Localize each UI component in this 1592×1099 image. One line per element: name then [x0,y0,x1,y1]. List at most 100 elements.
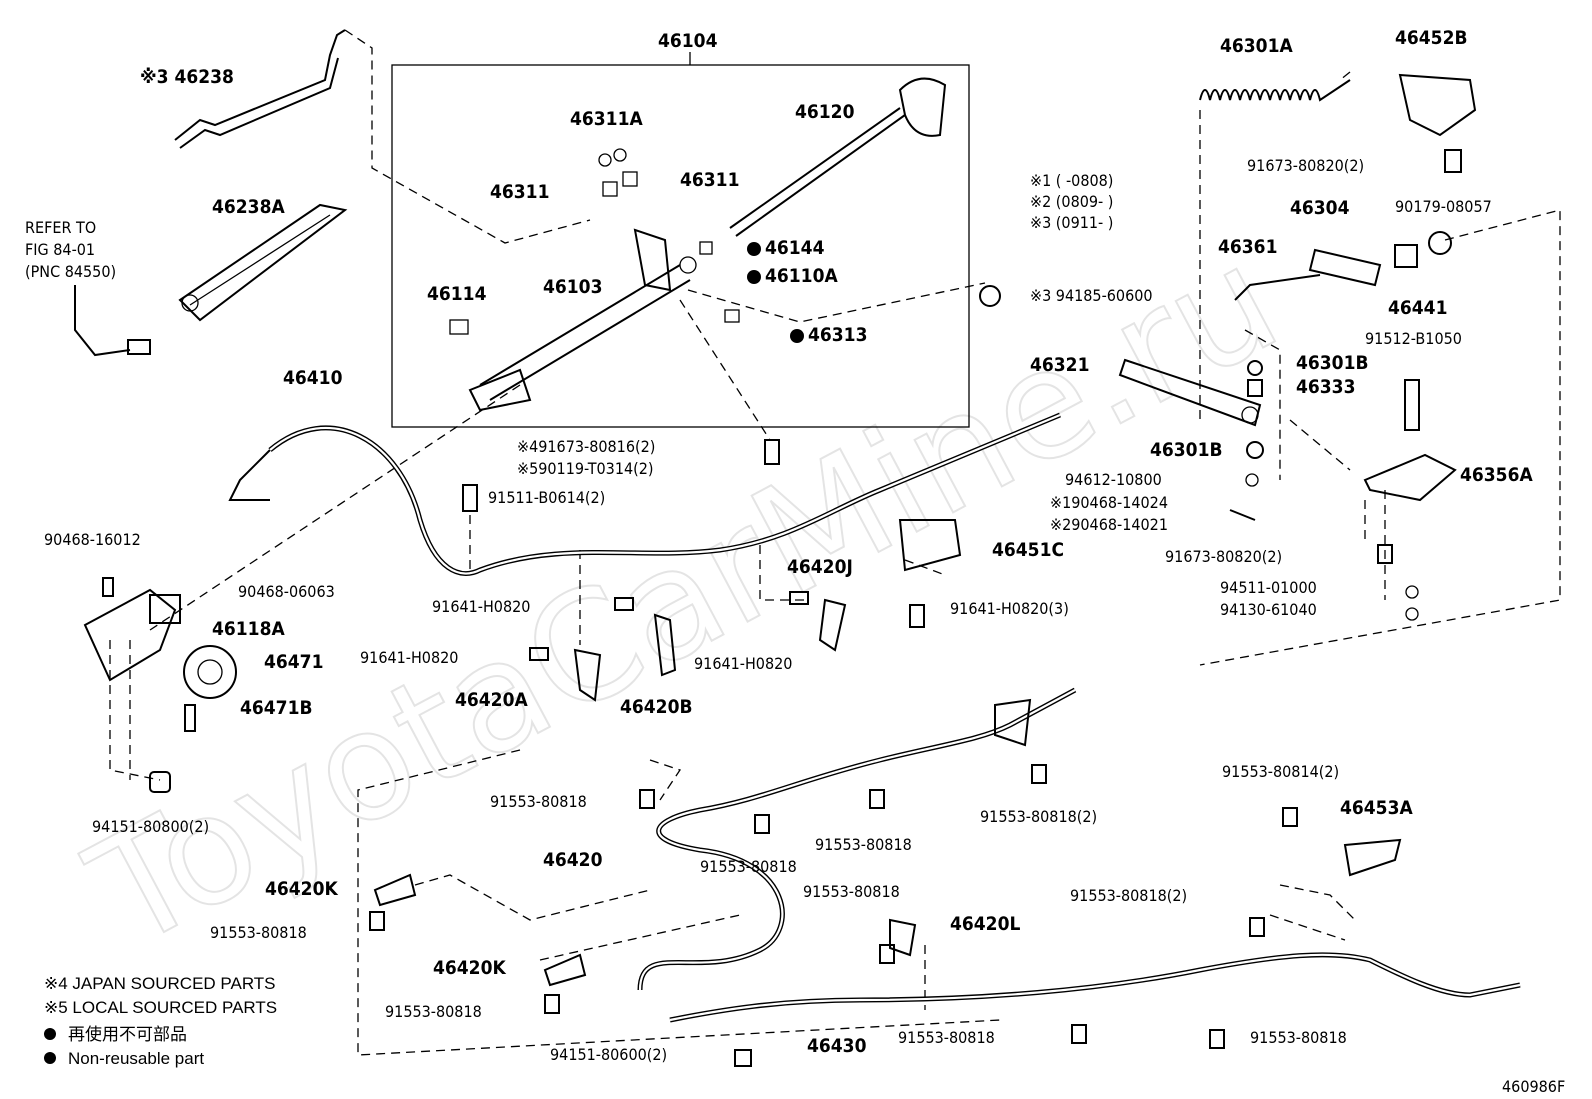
label-46301A[interactable]: 46301A [1220,35,1293,57]
part-46361-rod[interactable] [1234,274,1321,301]
label-46238A[interactable]: 46238A [212,196,285,218]
part-end-bracket-right[interactable] [994,698,1032,747]
label-91641-d[interactable]: 91641-H0820(3) [950,599,1069,618]
label-91553-80814[interactable]: 91553-80814(2) [1222,762,1339,781]
label-90119[interactable]: ※590119-T0314(2) [517,459,654,478]
part-46238-rod[interactable] [174,29,346,149]
label-46420J[interactable]: 46420J [787,556,853,578]
label-46333[interactable]: 46333 [1296,376,1355,398]
label-91553-j[interactable]: 91553-80818 [1250,1028,1347,1047]
label-91511[interactable]: 91511-B0614(2) [488,488,605,507]
small-parts-46311[interactable] [449,148,740,335]
part-46420L-clamp[interactable] [889,918,917,957]
label-46420[interactable]: 46420 [543,849,603,871]
label-46420K-a[interactable]: 46420K [265,878,338,900]
part-46430-cable[interactable] [669,952,1521,1023]
label-46110A[interactable]: 46110A [765,265,838,287]
part-46420A-clamp[interactable] [573,648,602,702]
label-46361[interactable]: 46361 [1218,236,1277,258]
part-46118A-bracket[interactable] [83,588,181,682]
label-46103[interactable]: 46103 [543,276,602,298]
label-46118A[interactable]: 46118A [212,618,285,640]
part-94151-80800-nut[interactable] [149,771,171,793]
label-91673-80816[interactable]: ※491673-80816(2) [517,437,655,456]
label-91641-a[interactable]: 91641-H0820 [432,597,530,616]
label-46321[interactable]: 46321 [1030,354,1089,376]
label-91673-80820-a[interactable]: 91673-80820(2) [1247,156,1364,175]
part-46103-lever[interactable] [468,228,691,412]
label-91553-h[interactable]: 91553-80818 [385,1002,482,1021]
label-91553-i[interactable]: 91553-80818 [898,1028,995,1047]
label-46304[interactable]: 46304 [1290,197,1350,219]
label-94151-80800[interactable]: 94151-80800(2) [92,817,209,836]
label-46441[interactable]: 46441 [1388,297,1447,319]
part-46420J-clamp[interactable] [818,598,847,652]
part-90468-clip[interactable] [102,577,114,597]
part-46471-pulley[interactable] [183,645,237,699]
label-90468-14024[interactable]: ※190468-14024 [1050,493,1168,512]
label-90468-16012[interactable]: 90468-16012 [44,530,141,549]
part-46410-cable[interactable] [228,412,1061,576]
part-46420K-clamp-lower[interactable] [543,953,587,987]
part-46451C-bracket[interactable] [898,519,962,628]
label-94130[interactable]: 94130-61040 [1220,600,1317,619]
label-46420B[interactable]: 46420B [620,696,693,718]
part-46420B-clamp[interactable] [653,613,677,677]
label-46311A[interactable]: 46311A [570,108,643,130]
label-46238[interactable]: ※3 46238 [140,66,234,88]
part-84550-connector[interactable] [74,285,151,357]
label-91553-a[interactable]: 91553-80818 [490,792,587,811]
part-46471B-pin[interactable] [184,704,196,732]
label-46420L[interactable]: 46420L [950,913,1020,935]
label-94511[interactable]: 94511-01000 [1220,578,1317,597]
label-46430[interactable]: 46430 [807,1035,867,1057]
label-46311-l[interactable]: 46311 [490,181,549,203]
bolts-right-stack[interactable] [1377,544,1419,621]
label-90468-06063[interactable]: 90468-06063 [238,582,335,601]
label-91553-b[interactable]: 91553-80818 [700,857,797,876]
bolts-91641[interactable] [462,484,809,661]
label-90179[interactable]: 90179-08057 [1395,197,1492,216]
label-90468-14021[interactable]: ※290468-14021 [1050,515,1168,534]
part-46321-link[interactable] [1118,358,1262,427]
label-46120[interactable]: 46120 [795,101,855,123]
label-91553-c[interactable]: 91553-80818 [815,835,912,854]
label-94185[interactable]: ※3 94185-60600 [1030,286,1153,305]
bolts-91553[interactable] [369,764,1298,1067]
label-46313[interactable]: 46313 [808,324,867,346]
label-91641-c[interactable]: 91641-H0820 [694,654,792,673]
part-46238A-cover[interactable] [178,203,348,322]
part-46420-cable[interactable] [637,687,1077,991]
label-91553-e[interactable]: 91553-80818 [210,923,307,942]
label-46410[interactable]: 46410 [283,367,343,389]
part-46441-bushing[interactable] [1394,231,1452,268]
part-46304-clip[interactable] [1308,248,1382,287]
label-46301B-a[interactable]: 46301B [1296,352,1369,374]
label-91553-d[interactable]: 91553-80818(2) [980,807,1097,826]
part-46453A-bracket[interactable] [1343,838,1402,877]
label-91512[interactable]: 91512-B1050 [1365,329,1462,348]
part-46452B-bracket[interactable] [1398,73,1477,173]
part-94185-nut[interactable] [979,285,1001,307]
part-46420K-clamp-upper[interactable] [373,873,417,907]
part-46301B-46333-stack[interactable] [1229,360,1264,521]
part-46120-lever[interactable] [729,77,947,237]
label-46451C[interactable]: 46451C [992,539,1064,561]
label-46114[interactable]: 46114 [427,283,487,305]
label-46301B-b[interactable]: 46301B [1150,439,1223,461]
label-46453A[interactable]: 46453A [1340,797,1413,819]
label-46311-r[interactable]: 46311 [680,169,739,191]
label-91553-g[interactable]: 91553-80818(2) [1070,886,1187,905]
label-91641-b[interactable]: 91641-H0820 [360,648,458,667]
label-46471B[interactable]: 46471B [240,697,313,719]
label-46356A[interactable]: 46356A [1460,464,1533,486]
label-46420K-b[interactable]: 46420K [433,957,506,979]
label-94151-80600[interactable]: 94151-80600(2) [550,1045,667,1064]
label-91553-f[interactable]: 91553-80818 [803,882,900,901]
label-46144[interactable]: 46144 [765,237,825,259]
part-46356A-bracket[interactable] [1363,453,1457,502]
label-46104[interactable]: 46104 [658,30,718,52]
part-91673-80816-bolt[interactable] [764,439,780,465]
label-46471[interactable]: 46471 [264,651,323,673]
part-91512-bolt[interactable] [1404,379,1420,431]
